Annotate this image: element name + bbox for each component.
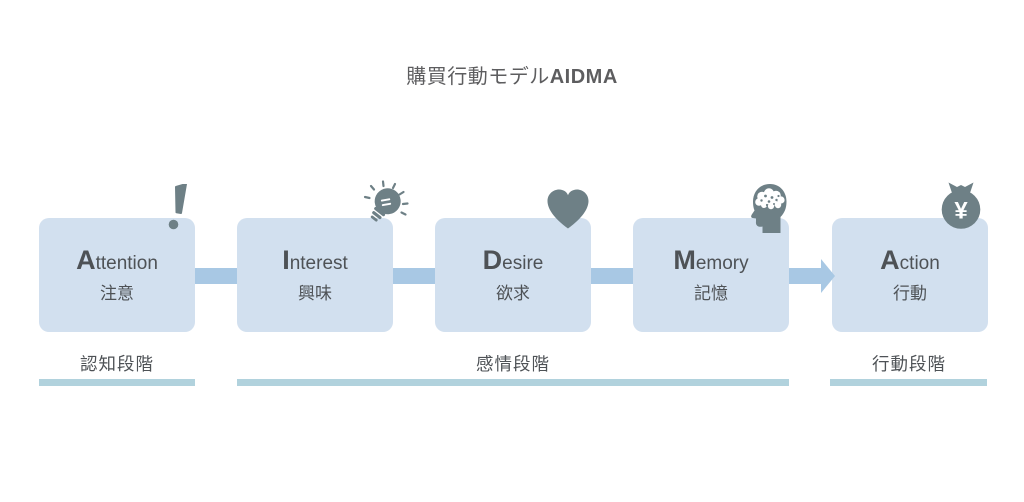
stage-bar-action [830, 379, 987, 386]
step-jp-memory: 記憶 [694, 284, 728, 304]
money-bag-icon: ¥ [939, 181, 983, 229]
connector-bar [591, 268, 633, 284]
step-rest: nterest [289, 252, 348, 274]
step-initial: A [880, 244, 900, 275]
step-box-memory: Memory 記憶 [633, 218, 789, 332]
step-title-interest: Interest [282, 244, 348, 276]
lightbulb-icon [358, 180, 410, 234]
page-title: 購買行動モデルAIDMA [0, 60, 1024, 89]
stage-label-emotion: 感情段階 [476, 354, 550, 374]
stage-bar-emotion [237, 379, 789, 386]
step-title-memory: Memory [673, 244, 749, 276]
connector-bar [195, 268, 237, 284]
title-prefix: 購買行動モデル [406, 66, 550, 88]
step-rest: esire [502, 252, 544, 274]
exclamation-icon [164, 184, 198, 231]
brain-head-icon [745, 183, 787, 233]
arrow-right-icon [821, 259, 835, 293]
step-initial: D [482, 244, 503, 275]
step-jp-desire: 欲求 [496, 284, 530, 304]
step-box-action: Action 行動 [832, 218, 988, 332]
yen-symbol: ¥ [954, 198, 968, 225]
step-title-desire: Desire [482, 244, 544, 276]
heart-icon [546, 189, 590, 229]
connector-bar [393, 268, 435, 284]
step-jp-action: 行動 [893, 284, 927, 304]
step-box-attention: Attention 注意 [39, 218, 195, 332]
arrow-connector [789, 268, 821, 284]
step-rest: emory [695, 252, 749, 274]
step-jp-attention: 注意 [100, 284, 134, 304]
step-initial: A [76, 244, 96, 275]
title-model-name: AIDMA [549, 66, 618, 88]
step-title-attention: Attention [76, 244, 158, 276]
step-jp-interest: 興味 [298, 284, 332, 304]
stage-label-action: 行動段階 [872, 354, 946, 374]
stage-bar-cognition [39, 379, 195, 386]
step-box-interest: Interest 興味 [237, 218, 393, 332]
step-rest: ttention [95, 252, 158, 274]
step-rest: ction [899, 252, 940, 274]
step-initial: M [673, 244, 696, 275]
step-box-desire: Desire 欲求 [435, 218, 591, 332]
step-title-action: Action [880, 244, 940, 276]
step-initial: I [282, 244, 290, 275]
stage-label-cognition: 認知段階 [80, 354, 154, 374]
